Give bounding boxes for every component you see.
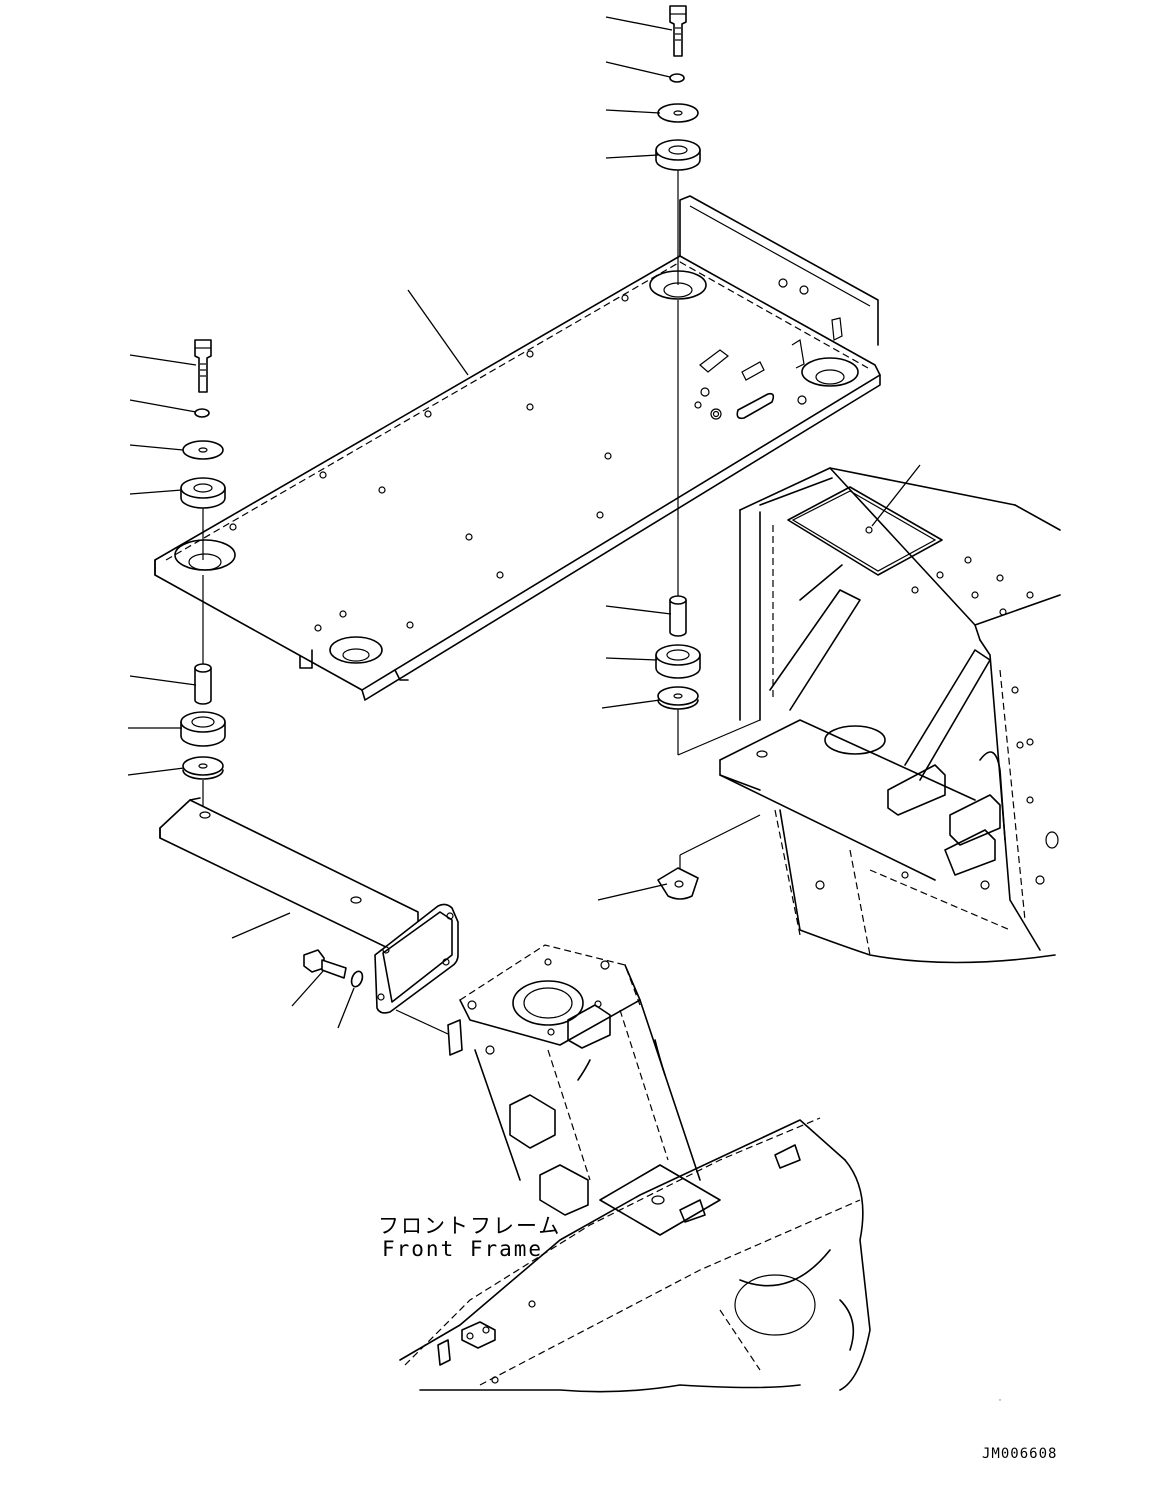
plate-holes bbox=[229, 294, 702, 632]
front-frame-label-en: Front Frame bbox=[382, 1237, 544, 1261]
stopper-plate bbox=[657, 867, 699, 900]
drawing-code: JM006608 bbox=[982, 1446, 1058, 1462]
support-arm-bracket bbox=[159, 797, 459, 1035]
rear-frame-structure bbox=[679, 467, 1061, 964]
floor-plate bbox=[154, 195, 881, 701]
front-frame bbox=[399, 944, 1001, 1401]
leader-lines bbox=[127, 16, 921, 1029]
front-frame-label-jp: フロントフレーム bbox=[378, 1214, 562, 1238]
upper-mount-stack-right bbox=[655, 5, 761, 756]
upper-mount-stack-left bbox=[180, 339, 226, 812]
